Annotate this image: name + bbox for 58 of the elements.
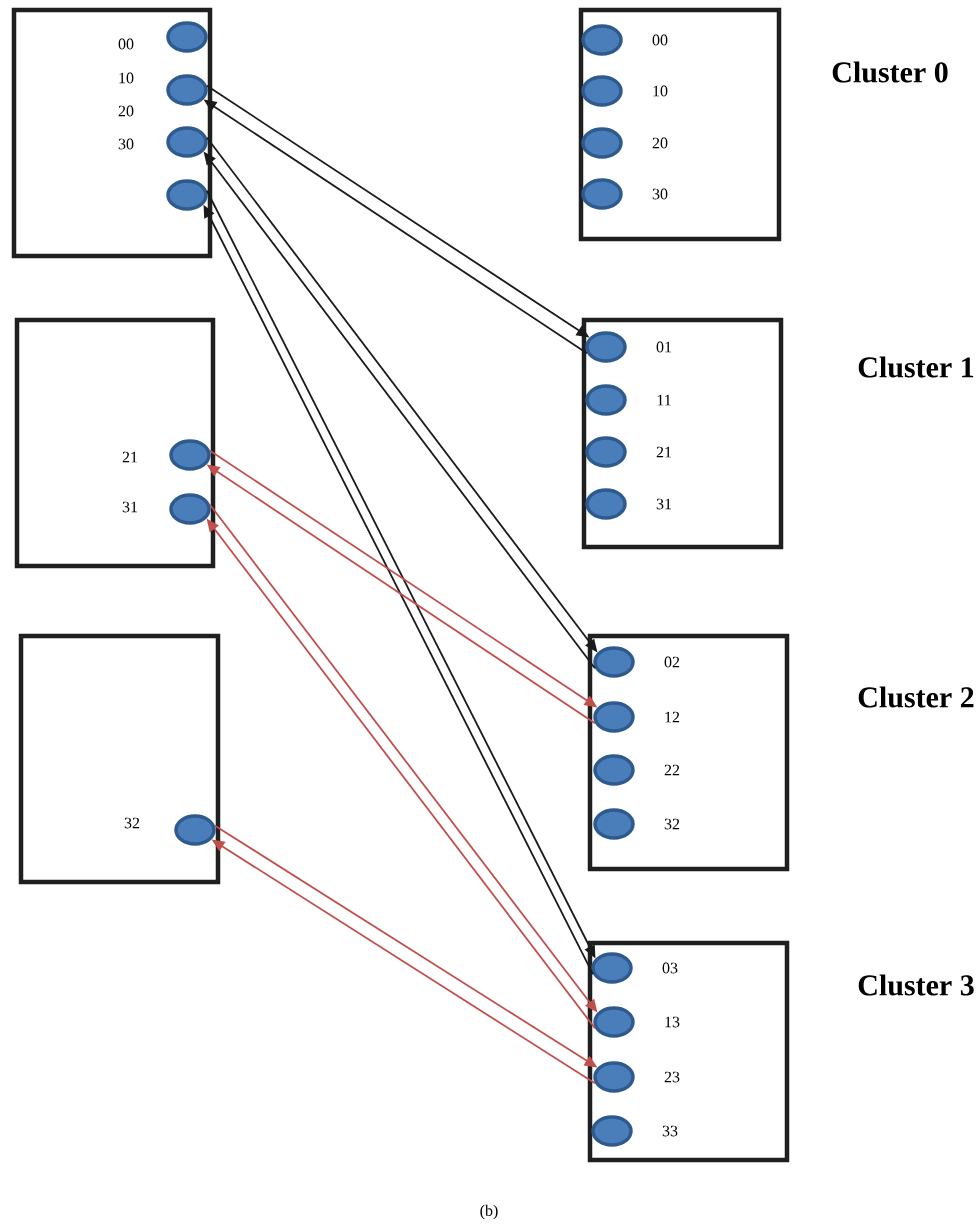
cluster-label: Cluster 0 [832,61,948,83]
port-label: 12 [665,711,680,723]
port-ellipse [585,331,627,363]
cluster-label: Cluster 3 [858,974,974,996]
port-label: 23 [664,1071,680,1083]
port-ellipse [591,952,633,984]
cluster-label: Cluster 1 [858,356,974,378]
port-label: 21 [122,451,138,463]
port-label: 00 [652,34,668,46]
port-ellipse [169,439,211,471]
port-label: 03 [662,962,678,974]
port-label: 31 [656,498,672,510]
cluster-box [14,317,216,569]
port-label: 01 [656,341,672,353]
port-ellipse [581,127,623,159]
port-label: 22 [664,764,680,776]
port-ellipse [581,75,623,107]
port-ellipse [593,1061,635,1093]
port-ellipse [166,126,208,158]
port-ellipse [169,493,211,525]
cluster-box [587,633,790,872]
cluster-box [578,7,782,242]
port-label: 30 [118,138,134,150]
port-label: 32 [124,817,140,829]
port-ellipse [591,1115,633,1147]
port-ellipse [585,488,627,520]
port-ellipse [593,754,635,786]
port-label: 31 [122,501,138,513]
port-label: 00 [118,38,134,50]
port-label: 13 [665,1016,680,1028]
caption: (b) [480,1204,498,1220]
cluster-box [587,940,790,1163]
port-ellipse [581,24,623,56]
cluster-box [11,7,213,259]
port-label: 33 [662,1125,678,1137]
cluster-label: Cluster 2 [858,686,974,708]
port-ellipse [166,21,208,53]
port-ellipse [166,179,208,211]
port-label: 20 [652,137,668,149]
port-label: 02 [664,656,680,668]
port-ellipse [593,646,635,678]
port-ellipse [593,808,635,840]
port-ellipse [166,74,208,106]
port-label: 10 [119,72,134,84]
cluster-box [18,633,221,885]
port-label: 32 [664,818,680,830]
port-label: 21 [656,446,672,458]
port-ellipse [174,814,216,846]
port-ellipse [581,178,623,210]
port-ellipse [585,384,627,416]
port-ellipse [585,436,627,468]
cluster-box [581,317,784,550]
port-ellipse [593,1006,635,1038]
port-label: 30 [652,188,668,200]
port-ellipse [593,701,635,733]
port-label: 11 [657,394,671,406]
port-label: 10 [653,85,668,97]
port-label: 20 [118,105,134,117]
